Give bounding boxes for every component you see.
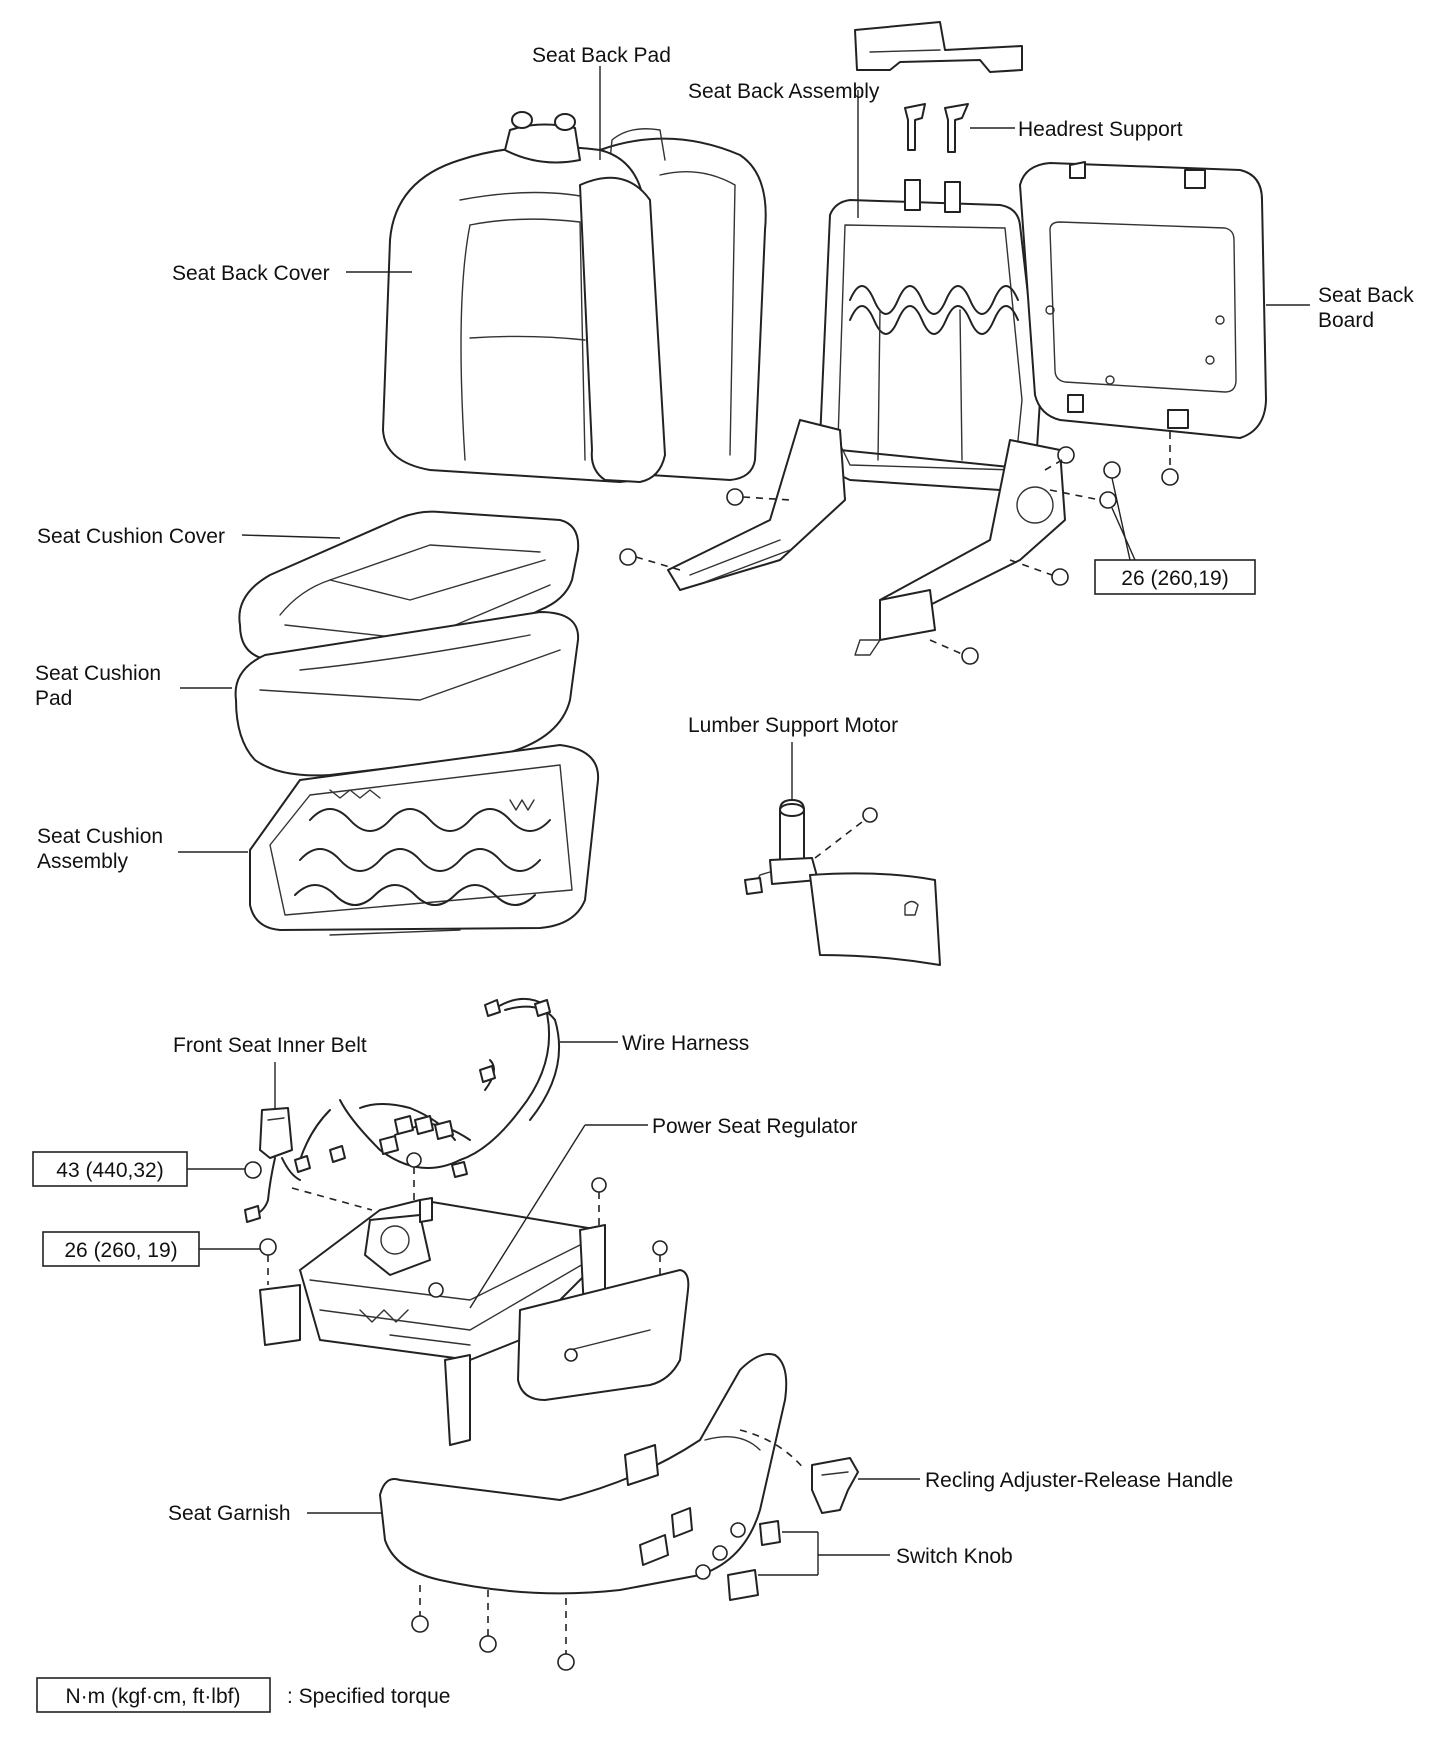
torque-spec-regulator: 26 (260, 19) <box>42 1231 260 1267</box>
headrest <box>854 21 1023 73</box>
label-switch-knob: Switch Knob <box>896 1545 1013 1568</box>
seat-cushion-pad <box>180 611 580 777</box>
power-seat-regulator <box>259 1124 690 1446</box>
recliner-release-handle <box>739 1429 920 1514</box>
seat-back-cover <box>346 66 767 483</box>
switch-knobs <box>727 1520 890 1601</box>
label-lumber-support-motor: Lumber Support Motor <box>688 714 898 737</box>
torque-value: 26 (260, 19) <box>64 1239 177 1262</box>
torque-spec-back-frame: 26 (260,19) <box>1094 559 1256 595</box>
label-front-seat-inner-belt: Front Seat Inner Belt <box>173 1034 367 1057</box>
label-seat-cushion-assembly-1: Seat Cushion <box>37 825 163 848</box>
label-seat-back-cover: Seat Back Cover <box>172 262 330 285</box>
seat-back-assembly <box>619 90 1136 665</box>
legend-box-text: N·m (kgf·cm, ft·lbf) <box>66 1685 241 1708</box>
torque-spec-inner-belt: 43 (440,32) <box>32 1151 245 1187</box>
label-seat-back-board-2: Board <box>1318 309 1374 332</box>
front-seat-inner-belt <box>244 1062 301 1223</box>
label-seat-cushion-assembly-2: Assembly <box>37 850 129 873</box>
lumber-support-motor <box>744 742 941 966</box>
label-headrest-support: Headrest Support <box>1018 118 1183 141</box>
wire-harness <box>294 997 618 1178</box>
seat-garnish <box>307 1353 788 1671</box>
label-seat-back-board-1: Seat Back <box>1318 284 1414 307</box>
label-seat-cushion-cover: Seat Cushion Cover <box>37 525 225 548</box>
seat-back-board <box>1019 161 1310 486</box>
torque-value: 43 (440,32) <box>56 1159 163 1182</box>
label-wire-harness: Wire Harness <box>622 1032 749 1055</box>
label-recliner-handle: Recling Adjuster-Release Handle <box>925 1469 1233 1492</box>
label-seat-back-pad: Seat Back Pad <box>532 44 671 67</box>
label-seat-back-assembly: Seat Back Assembly <box>688 80 880 103</box>
headrest-support-pins <box>904 103 1015 153</box>
torque-legend: N·m (kgf·cm, ft·lbf) : Specified torque <box>36 1677 450 1713</box>
label-seat-cushion-pad-2: Pad <box>35 687 72 710</box>
seat-cushion-assembly <box>178 744 600 936</box>
label-power-seat-regulator: Power Seat Regulator <box>652 1115 857 1138</box>
torque-value: 26 (260,19) <box>1121 567 1228 590</box>
legend-text: : Specified torque <box>287 1685 450 1708</box>
label-seat-garnish: Seat Garnish <box>168 1502 291 1525</box>
label-seat-cushion-pad-1: Seat Cushion <box>35 662 161 685</box>
